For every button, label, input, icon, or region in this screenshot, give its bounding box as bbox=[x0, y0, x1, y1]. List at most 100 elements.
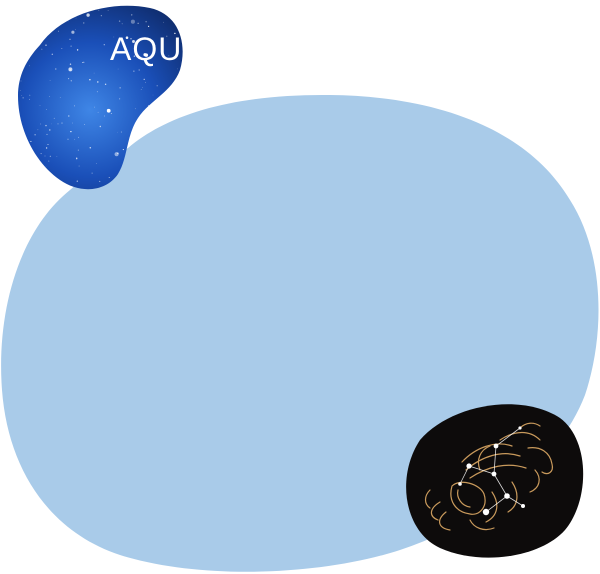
star-dot bbox=[83, 22, 85, 24]
star-dot bbox=[46, 133, 48, 135]
star-dot bbox=[72, 122, 74, 124]
star-dot bbox=[45, 165, 47, 167]
star-dot bbox=[68, 78, 70, 80]
star-dot bbox=[51, 53, 53, 55]
star-dot bbox=[163, 21, 164, 23]
star-dot bbox=[107, 10, 109, 11]
star-dot bbox=[76, 49, 79, 51]
star-dot bbox=[83, 61, 85, 63]
star-dot bbox=[39, 105, 41, 106]
star-dot bbox=[137, 22, 139, 24]
star-dot bbox=[40, 123, 42, 125]
star-dot bbox=[34, 134, 36, 136]
star-dot bbox=[68, 67, 73, 72]
star-dot bbox=[77, 149, 79, 151]
star-dot bbox=[55, 68, 57, 70]
star-dot bbox=[86, 13, 90, 17]
star-dot bbox=[74, 138, 76, 140]
star-dot bbox=[22, 97, 24, 99]
star-dot bbox=[99, 125, 102, 128]
star-dot bbox=[98, 9, 100, 11]
star-dot bbox=[48, 160, 50, 162]
star-dot bbox=[91, 172, 93, 174]
star-dot bbox=[120, 131, 122, 133]
star-dot bbox=[69, 38, 71, 40]
star-dot bbox=[130, 19, 135, 24]
star-dot bbox=[166, 35, 168, 37]
star-dot bbox=[118, 20, 121, 22]
star-dot bbox=[143, 78, 145, 80]
star-dot bbox=[125, 36, 129, 39]
star-dot bbox=[127, 53, 129, 54]
star-dot bbox=[67, 138, 69, 140]
star-dot bbox=[110, 112, 112, 114]
star-dot bbox=[56, 156, 58, 157]
star-dot bbox=[100, 15, 102, 17]
star-dot bbox=[177, 68, 179, 70]
star-dot bbox=[89, 78, 91, 81]
star-dot bbox=[37, 129, 39, 131]
star-dot bbox=[82, 62, 83, 63]
star-dot bbox=[83, 124, 85, 125]
star-dot bbox=[174, 32, 176, 35]
star-dot bbox=[67, 20, 69, 22]
star-dot bbox=[117, 152, 119, 154]
star-dot bbox=[76, 158, 78, 160]
star-dot bbox=[78, 136, 80, 138]
star-dot bbox=[104, 115, 106, 117]
star-dot bbox=[140, 89, 142, 90]
star-dot bbox=[121, 23, 123, 25]
star-dot bbox=[133, 70, 135, 72]
page-title: AQU bbox=[110, 31, 182, 67]
star-dot bbox=[89, 147, 92, 149]
star-dot bbox=[134, 108, 136, 110]
star-dot bbox=[75, 17, 77, 19]
star-dot bbox=[133, 55, 136, 57]
star-dot bbox=[135, 53, 137, 56]
star-dot bbox=[70, 130, 72, 133]
star-dot bbox=[20, 80, 22, 82]
star-dot bbox=[28, 65, 30, 67]
star-dot bbox=[59, 97, 61, 98]
star-dot bbox=[144, 81, 146, 83]
star-dot bbox=[58, 30, 59, 32]
star-dot bbox=[45, 147, 48, 149]
star-dot bbox=[96, 91, 98, 93]
star-dot bbox=[131, 14, 133, 16]
star-dot bbox=[132, 40, 135, 43]
star-dot bbox=[30, 140, 32, 142]
star-dot bbox=[49, 96, 50, 97]
star-dot bbox=[53, 117, 55, 119]
star-dot bbox=[156, 85, 158, 87]
star-dot bbox=[113, 36, 115, 38]
star-dot bbox=[29, 94, 31, 96]
star-dot bbox=[142, 87, 143, 88]
star-dot bbox=[122, 149, 124, 151]
star-dot bbox=[20, 90, 21, 91]
star-dot bbox=[97, 111, 99, 113]
star-dot bbox=[145, 21, 147, 23]
star-dot bbox=[47, 144, 49, 145]
star-dot bbox=[99, 180, 101, 182]
star-dot bbox=[108, 177, 110, 178]
star-dot bbox=[138, 69, 140, 71]
star-dot bbox=[29, 98, 30, 100]
star-dot bbox=[45, 44, 47, 46]
star-dot bbox=[41, 48, 43, 50]
star-dot bbox=[68, 115, 70, 117]
star-dot bbox=[152, 94, 154, 96]
star-dot bbox=[106, 108, 111, 113]
star-dot bbox=[119, 98, 121, 100]
star-dot bbox=[70, 80, 72, 82]
star-dot bbox=[78, 165, 80, 167]
star-dot bbox=[168, 55, 170, 57]
star-dot bbox=[51, 123, 52, 125]
star-dot bbox=[45, 124, 47, 127]
star-dot bbox=[44, 155, 46, 157]
star-dot bbox=[61, 47, 63, 50]
star-dot bbox=[40, 153, 42, 155]
